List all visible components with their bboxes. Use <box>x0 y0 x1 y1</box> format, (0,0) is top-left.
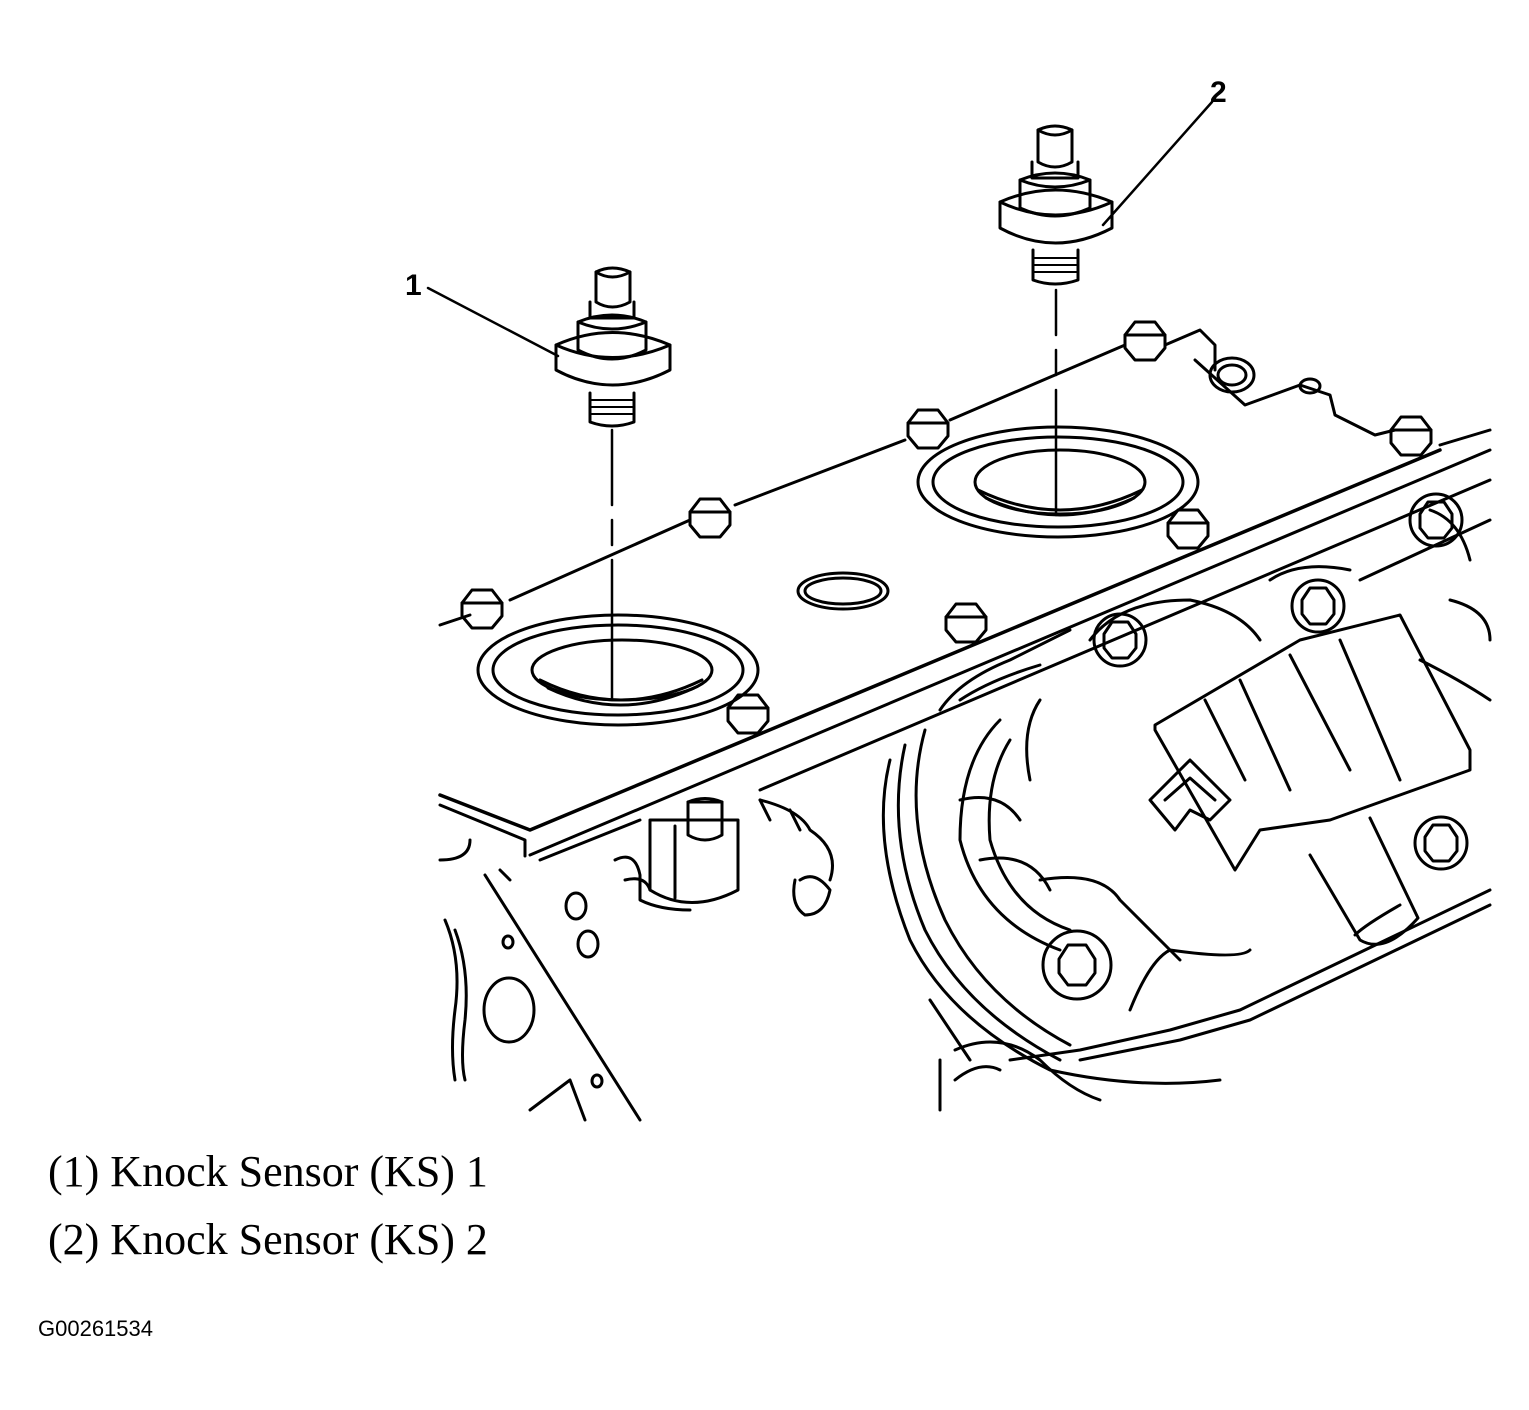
valley-cover <box>881 508 1492 1112</box>
oil-passage <box>796 571 890 611</box>
figure-id: G00261534 <box>38 1316 153 1341</box>
deck-bolts <box>460 320 1433 735</box>
callout-leader-2 <box>1101 100 1214 227</box>
knock-sensor-2 <box>998 124 1114 286</box>
engine-block-deck <box>438 328 1492 1062</box>
callout-leader-1 <box>426 286 560 358</box>
callout-number-1: 1 <box>405 269 422 302</box>
valley-bolts <box>1041 492 1469 1001</box>
front-boss <box>648 797 740 904</box>
sensor-bore-2 <box>916 425 1200 539</box>
knock-sensor-1 <box>554 266 672 428</box>
rear-bracket <box>1208 356 1322 395</box>
valley-component <box>1148 613 1472 946</box>
sensor-bore-1 <box>476 613 760 727</box>
legend-item-2: (2) Knock Sensor (KS) 2 <box>48 1215 488 1264</box>
legend: (1) Knock Sensor (KS) 1 (2) Knock Sensor… <box>48 1138 488 1274</box>
block-side-left <box>438 798 834 1122</box>
legend-item-1: (1) Knock Sensor (KS) 1 <box>48 1147 488 1196</box>
callout-number-2: 2 <box>1210 76 1227 109</box>
oil-passage-inner <box>803 576 883 606</box>
